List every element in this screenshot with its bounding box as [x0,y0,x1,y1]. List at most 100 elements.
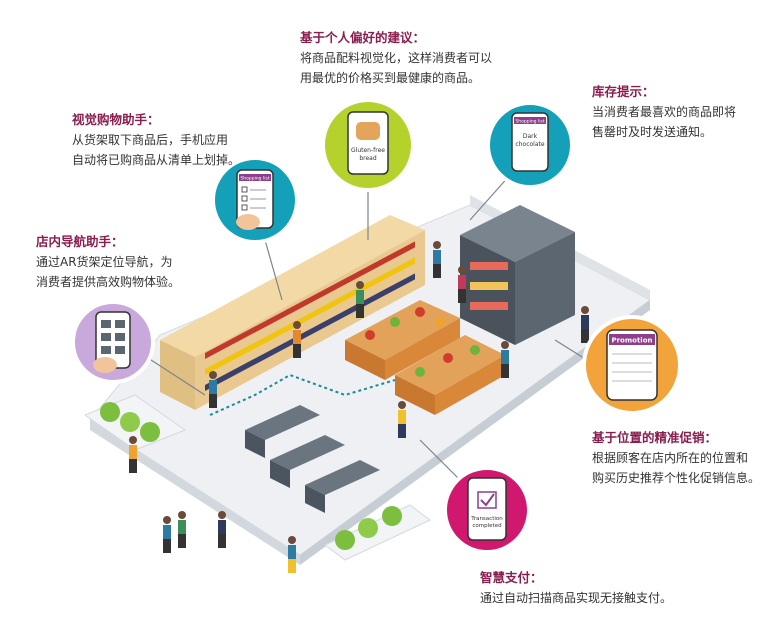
planter-shrub [140,422,160,442]
callout-line: 根据顾客在店内所在的位置和 [592,451,749,465]
callout-location-promo: 基于位置的精准促销： 根据顾客在店内所在的位置和 购买历史推荐个性化促销信息。 [592,428,760,488]
callout-line: 售罄时及时发送通知。 [592,125,713,139]
callout-title: 基于位置的精准促销： [592,430,718,445]
fridge-front [515,232,575,345]
produce-item [415,307,425,317]
refrigerator-units [460,205,575,345]
produce-item [470,345,480,355]
shopper-figure [218,511,226,548]
produce-item [415,367,425,377]
planter-shrub [358,518,378,538]
callout-line: 消费者提供高效购物体验。 [36,275,181,289]
checkout-counter [245,405,320,440]
fridge-top [460,205,575,262]
phone-header-bar [514,117,546,124]
connector-visual [264,239,283,301]
shoppers [129,241,589,573]
phone-text-line: chocolate [515,141,544,148]
shopper-figure [356,281,364,318]
fridge-shelf-stock [470,262,508,270]
phone-header-text: Promotion [611,337,652,345]
hand-icon [93,357,117,373]
check-box [477,491,497,509]
ar-shelf-block [101,346,111,354]
callout-visual-shopping: 视觉购物助手： 从货架取下商品后，手机应用 自动将已购商品从清单上划掉。 [72,110,240,170]
checkbox-icon [241,195,248,202]
ar-shelf-block [101,333,111,341]
shopper-figure [163,516,171,553]
shopper-figure [581,306,589,343]
crate-group-2-side [435,355,505,415]
planter-shrub [382,506,402,526]
checkbox-icon [241,186,248,193]
callout-title: 店内导航助手： [36,234,124,249]
phone-header-bar [239,174,271,181]
crate-group-1-side [385,318,460,380]
product-row [205,241,415,359]
produce-crates [345,300,505,415]
ar-shelf-block [115,346,125,354]
bread-image [356,122,380,140]
callout-line: 通过自动扫描商品实现无接触支付。 [480,591,673,605]
callout-inventory: 库存提示： 当消费者最喜欢的商品即将 售罄时及时发送通知。 [592,82,736,142]
callout-title: 库存提示： [592,84,655,99]
callout-preference: 基于个人偏好的建议： 将商品配料视觉化，这样消费者可以 用最优的价格买到最健康的… [300,28,492,88]
phone-text-line: Gluten-free [351,147,385,154]
callout-title: 基于个人偏好的建议： [300,30,426,45]
phone-text-line: completed [472,523,501,529]
crate-group-2-front [395,375,435,415]
callout-smart-payment: 智慧支付： 通过自动扫描商品实现无接触支付。 [480,568,672,608]
callout-line: 自动将已购商品从清单上划掉。 [72,153,241,167]
checkout-counter-side [305,485,325,513]
shopper-figure [433,241,441,278]
shopper-figure [293,321,301,358]
shelf-back-top [160,215,425,357]
checkbox-icon [241,204,248,211]
produce-item [443,353,453,363]
fridge-shelf-stock [470,282,508,290]
checkmark-icon [480,493,495,507]
checkout-counter-side [270,460,290,488]
callout-line: 将商品配料视觉化，这样消费者可以 [300,51,493,65]
shopper-figure [178,511,186,548]
ar-shelf-block [115,320,125,328]
callout-line: 通过AR货架定位导航，为 [36,255,173,269]
fridge-shelf-stock [470,302,508,310]
shelf-rows [160,215,425,410]
phone-header-bar [609,334,655,345]
callout-title: 智慧支付： [480,570,543,585]
phone-promotion-icon [606,329,658,401]
phone-chocolate-icon [511,112,549,172]
floor-right-edge [300,300,650,565]
phone-text-line: bread [359,155,377,162]
callout-title: 视觉购物助手： [72,112,160,127]
checkout-counters [245,405,380,513]
phone-text-line: Transaction [470,516,503,522]
produce-item [365,330,375,340]
shopper-figure [398,401,406,438]
phone-header-text: Shopping list [240,176,269,182]
floor-front-edge [90,420,300,565]
bubble-navigation [71,300,155,384]
ar-shelf-block [101,320,111,328]
shopper-figure [209,371,217,408]
shelf-back-front [160,340,195,410]
bubble-payment: Transaction completed [443,466,531,554]
phone-checkmark-icon [467,477,507,541]
crate-group-1 [345,300,460,360]
bubble-inventory: Shopping list Dark chocolate [486,101,574,189]
callout-line: 用最优的价格买到最健康的商品。 [300,71,481,85]
bubble-promotion: Promotion [582,315,682,415]
navigation-path-line [209,373,396,416]
phone-text-line: Dark [523,133,538,140]
callout-line: 购买历史推荐个性化促销信息。 [592,471,761,485]
planter-shrub [335,530,355,550]
bubble-visual-shopping: Shopping list [211,156,299,244]
shopper-figure [129,436,137,473]
callout-line: 当消费者最喜欢的商品即将 [592,105,737,119]
planter-shrub [120,412,140,432]
planter-shrub [100,402,120,422]
planters [83,394,431,561]
produce-item [390,317,400,327]
